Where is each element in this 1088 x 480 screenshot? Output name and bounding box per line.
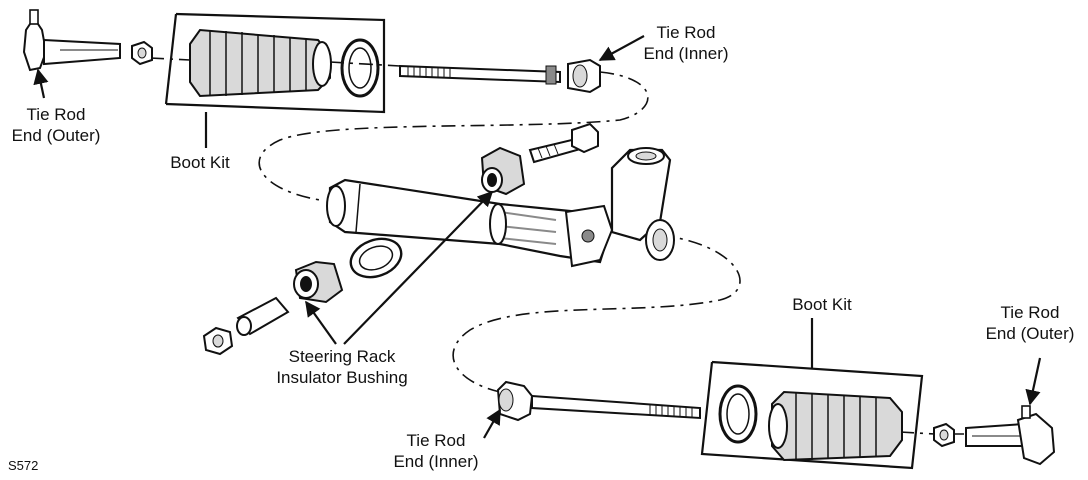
rack-housing — [326, 178, 612, 264]
label-line: End (Outer) — [985, 324, 1075, 343]
label-boot-kit-right: Boot Kit — [780, 294, 864, 315]
label-line: End (Inner) — [643, 44, 729, 63]
label-line: Boot Kit — [792, 295, 852, 314]
label-line: Steering Rack — [288, 347, 396, 366]
tie-rod-end-outer-left — [22, 9, 121, 72]
label-tie-rod-end-outer-right: Tie Rod End (Outer) — [980, 302, 1080, 344]
tie-rod-inner-top — [399, 58, 601, 94]
mounting-nut-lower — [202, 326, 234, 356]
label-tie-rod-end-inner-top: Tie Rod End (Inner) — [636, 22, 736, 64]
boot-bellows-left — [189, 28, 332, 98]
pinion-valve-housing — [564, 147, 675, 268]
boot-kit-box-left — [164, 12, 386, 114]
insulator-bushing-lower — [293, 260, 344, 304]
bushing-sleeve — [236, 296, 290, 336]
label-steering-rack-insulator-bushing: Steering Rack Insulator Bushing — [262, 346, 422, 388]
label-boot-kit-left: Boot Kit — [160, 152, 240, 173]
label-tie-rod-end-inner-bottom: Tie Rod End (Inner) — [384, 430, 488, 472]
jam-nut-right — [933, 422, 955, 448]
label-line: Tie Rod — [1000, 303, 1060, 322]
label-line: Tie Rod — [656, 23, 716, 42]
leader-arrows — [33, 35, 1042, 439]
tie-rod-end-outer-right — [965, 405, 1056, 466]
mounting-bolt — [528, 122, 599, 164]
washer-lower — [349, 237, 403, 279]
label-line: Tie Rod — [26, 105, 86, 124]
boot-bellows-right — [768, 390, 903, 462]
label-tie-rod-end-outer-left: Tie Rod End (Outer) — [8, 104, 104, 146]
label-line: End (Outer) — [11, 126, 101, 145]
boot-kit-box-right — [700, 360, 924, 470]
label-line: End (Inner) — [393, 452, 479, 471]
figure-code: S572 — [8, 458, 39, 473]
jam-nut-left — [131, 40, 153, 66]
label-line: Tie Rod — [406, 431, 466, 450]
boot-clamp-left — [340, 38, 380, 98]
insulator-bushing-upper — [480, 146, 526, 196]
tie-rod-inner-bottom — [496, 380, 701, 422]
label-line: Boot Kit — [170, 153, 230, 172]
boot-clamp-right — [718, 384, 758, 444]
label-line: Insulator Bushing — [276, 368, 408, 387]
